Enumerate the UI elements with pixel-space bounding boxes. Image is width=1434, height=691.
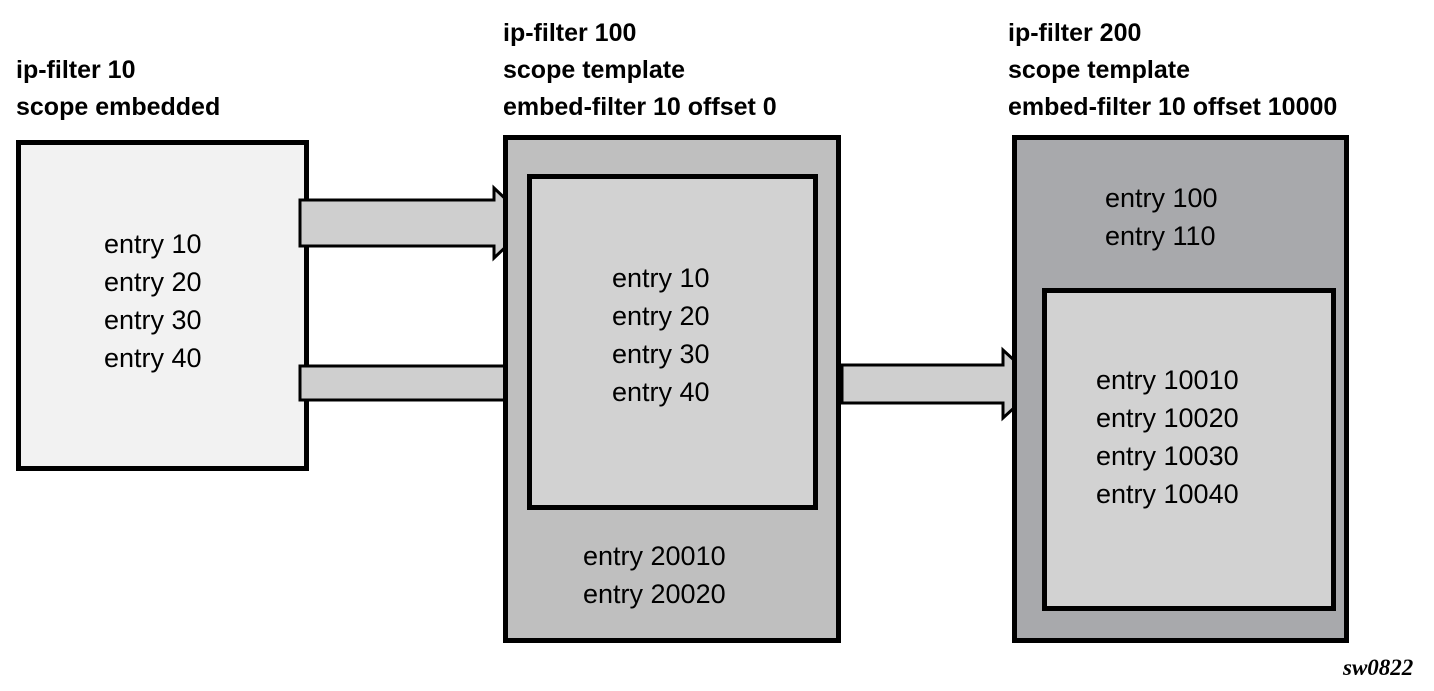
caption-ip-filter-100-line2: scope template	[503, 56, 686, 84]
entries-ip-filter-200-inner-0: entry 10010	[1096, 365, 1239, 395]
entries-ip-filter-100-inner-3: entry 40	[612, 377, 710, 407]
entries-ip-filter-200-inner-2: entry 10030	[1096, 441, 1239, 471]
box-ip-filter-10	[16, 140, 309, 471]
caption-ip-filter-200-line3: embed-filter 10 offset 10000	[1008, 93, 1338, 121]
entries-ip-filter-10-1: entry 20	[104, 267, 202, 297]
entries-ip-filter-200-outer-1: entry 110	[1105, 221, 1216, 251]
entries-ip-filter-100-outer-1: entry 20020	[583, 579, 726, 609]
caption-ip-filter-100-line1: ip-filter 100	[503, 19, 637, 47]
connector-embed-into-100-arrow	[298, 184, 534, 262]
box-ip-filter-200-embedded-region	[1042, 288, 1336, 611]
caption-ip-filter-10-line2: scope embedded	[16, 93, 221, 121]
box-ip-filter-200	[1012, 135, 1349, 643]
entries-ip-filter-100-inner-0: entry 10	[612, 263, 710, 293]
caption-ip-filter-10-line1: ip-filter 10	[16, 56, 136, 84]
box-ip-filter-100-embedded-region	[527, 174, 818, 510]
entries-ip-filter-200-inner-1: entry 10020	[1096, 403, 1239, 433]
caption-ip-filter-100-line3: embed-filter 10 offset 0	[503, 93, 777, 121]
entries-ip-filter-10-2: entry 30	[104, 305, 202, 335]
figure-id-label: sw0822	[1343, 655, 1414, 680]
entries-ip-filter-200-inner-3: entry 10040	[1096, 479, 1239, 509]
entries-ip-filter-10-0: entry 10	[104, 229, 202, 259]
caption-ip-filter-200-line2: scope template	[1008, 56, 1191, 84]
entries-ip-filter-200-outer-0: entry 100	[1105, 183, 1218, 213]
entries-ip-filter-10-3: entry 40	[104, 343, 202, 373]
box-ip-filter-100	[503, 135, 841, 643]
connector-embed-band-100	[298, 364, 508, 402]
caption-ip-filter-200-line1: ip-filter 200	[1008, 19, 1142, 47]
entries-ip-filter-100-inner-2: entry 30	[612, 339, 710, 369]
entries-ip-filter-100-outer-0: entry 20010	[583, 541, 726, 571]
entries-ip-filter-100-inner-1: entry 20	[612, 301, 710, 331]
